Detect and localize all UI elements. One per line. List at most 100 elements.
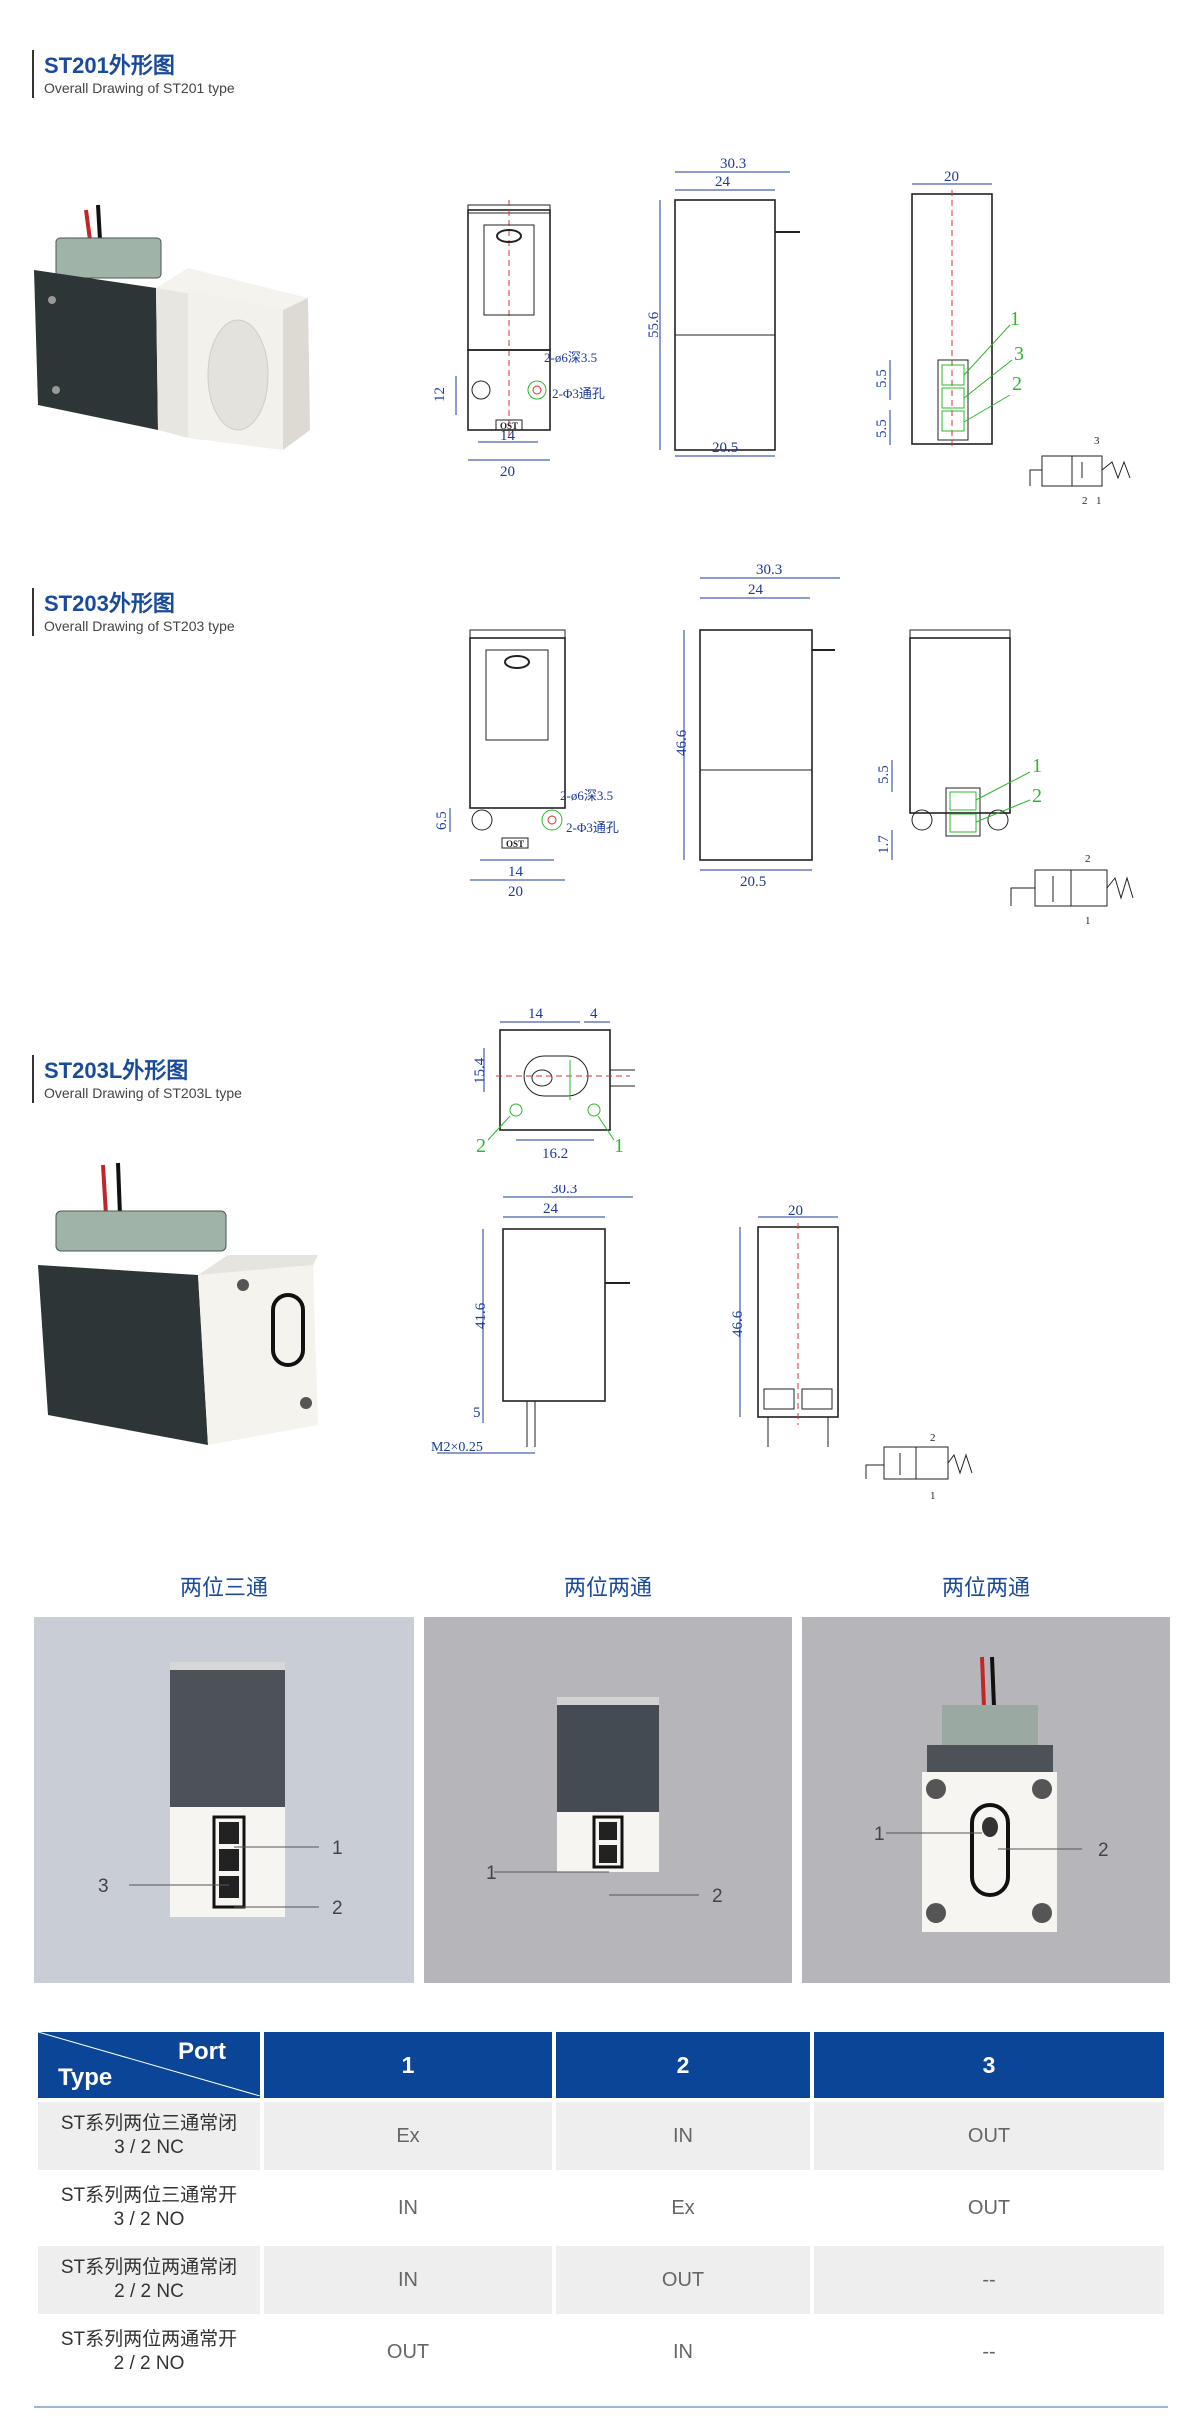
section-title-st203l: ST203L外形图 — [44, 1058, 189, 1083]
port-cell: OUT — [264, 2318, 552, 2386]
type-name: ST系列两位三通常闭 — [60, 2113, 238, 2134]
type-cell: ST系列两位三通常开 3 / 2 NO — [38, 2174, 260, 2242]
st203l-top-height: 15.4 — [472, 1057, 488, 1084]
st201-side-view: 30.3 24 55.6 20.5 — [646, 156, 800, 457]
table-row: ST系列两位两通常闭 2 / 2 NC IN OUT -- — [38, 2246, 1164, 2314]
st203-logo: OST — [506, 839, 524, 849]
st203l-top-bottom: 16.2 — [542, 1146, 568, 1162]
column-header: 3 — [814, 2032, 1164, 2098]
st201-side-body: 24 — [715, 174, 731, 190]
st203-side-height: 46.6 — [674, 729, 690, 756]
st201-hole-depth: 2-ø6深3.5 — [544, 350, 597, 365]
st203-valve-symbol: 2 1 — [1010, 853, 1134, 927]
panel-3way-label-3: 3 — [98, 1876, 109, 1897]
st201-side-total: 30.3 — [720, 156, 746, 172]
st203-side-view: 30.3 24 46.6 20.5 — [674, 562, 840, 890]
port-table: Port Type 1 2 3 ST系列两位三通常闭 3 / 2 NC Ex I… — [34, 2028, 1168, 2390]
st203l-sym-1: 1 — [930, 1490, 936, 1502]
port-cell: Ex — [264, 2102, 552, 2170]
port-cell: IN — [556, 2102, 810, 2170]
st201-port-3: 3 — [1014, 343, 1024, 365]
table-header-row: Port Type 1 2 3 — [38, 2032, 1164, 2098]
panel-2way-l-image: 1 2 — [802, 1617, 1170, 1983]
section-title-st203: ST203外形图 — [44, 591, 175, 616]
header-type-label: Type — [58, 2064, 113, 2091]
st203-right-view: 5.5 1.7 1 2 — [876, 629, 1042, 860]
panel-3way-label-2: 2 — [332, 1898, 343, 1919]
panel-3way-label-1: 1 — [332, 1838, 343, 1859]
bottom-divider — [34, 2406, 1168, 2408]
st203l-side-body: 24 — [543, 1201, 559, 1217]
st201-port-2: 2 — [1012, 373, 1022, 395]
st201-right-d1: 5.5 — [874, 369, 890, 388]
st201-sym-1: 1 — [1096, 495, 1102, 507]
panel-2way-a-label-2: 2 — [712, 1886, 723, 1907]
st201-sym-3: 3 — [1094, 435, 1100, 447]
type-cell: ST系列两位两通常开 2 / 2 NO — [38, 2318, 260, 2386]
st201-inner-width: 14 — [500, 428, 516, 444]
st203l-side-total: 30.3 — [551, 1185, 577, 1197]
port-cell: OUT — [814, 2174, 1164, 2242]
section-subtitle-st203: Overall Drawing of ST203 type — [44, 618, 235, 634]
port-cell: IN — [556, 2318, 810, 2386]
st203-side-total: 30.3 — [756, 562, 782, 578]
st203-sym-2: 2 — [1085, 853, 1091, 865]
st203l-right-view: 20 46.6 — [730, 1205, 839, 1447]
section-bar — [32, 1055, 34, 1103]
header-diagonal-line — [38, 2032, 260, 2096]
table-row: ST系列两位两通常开 2 / 2 NO OUT IN -- — [38, 2318, 1164, 2386]
port-cell: OUT — [814, 2102, 1164, 2170]
panel-2way-b-label-2: 2 — [1098, 1840, 1109, 1861]
st201-right-width: 20 — [944, 169, 959, 185]
st201-product-photo — [34, 204, 310, 450]
panel-title-3way: 两位三通 — [179, 1576, 268, 1601]
port-cell: -- — [814, 2246, 1164, 2314]
st201-port-1: 1 — [1010, 308, 1020, 330]
type-name: ST系列两位两通常闭 — [60, 2257, 238, 2278]
st201-right-d2: 5.5 — [874, 419, 890, 438]
st203-side-body: 24 — [748, 582, 764, 598]
st203l-right-width: 20 — [788, 1205, 803, 1219]
st203l-sym-2: 2 — [930, 1432, 936, 1444]
st203l-thread: M2×0.25 — [431, 1440, 483, 1455]
st203-right-d1: 5.5 — [876, 765, 892, 784]
st203l-port-1: 1 — [614, 1135, 624, 1157]
table-row: ST系列两位三通常闭 3 / 2 NC Ex IN OUT — [38, 2102, 1164, 2170]
st201-logo: OST — [500, 421, 518, 431]
port-cell: IN — [264, 2246, 552, 2314]
port-cell: -- — [814, 2318, 1164, 2386]
st203-port-1: 1 — [1032, 755, 1042, 777]
panel-title-2way-a: 两位两通 — [563, 1576, 652, 1601]
type-code: 2 / 2 NO — [113, 2353, 185, 2374]
st201-sym-2: 2 — [1082, 495, 1088, 507]
st201-hole-through: 2-Φ3通孔 — [552, 386, 605, 401]
port-cell: IN — [264, 2174, 552, 2242]
st203l-top-w1: 14 — [528, 1006, 544, 1022]
type-cell: ST系列两位三通常闭 3 / 2 NC — [38, 2102, 260, 2170]
st201-front-width: 20 — [500, 464, 515, 480]
st203l-right-height: 46.6 — [730, 1310, 746, 1337]
st203l-top-w2: 4 — [590, 1006, 598, 1022]
type-code: 3 / 2 NO — [113, 2209, 185, 2230]
port-cell: Ex — [556, 2174, 810, 2242]
panel-title-2way-b: 两位两通 — [941, 1576, 1030, 1601]
panel-2way-image: 1 2 — [424, 1617, 792, 1983]
st203-height-left: 6.5 — [434, 811, 450, 830]
st203l-side-pin: 5 — [473, 1405, 481, 1421]
st203-right-d2: 1.7 — [876, 835, 892, 854]
panel-2way-a-label-1: 1 — [486, 1863, 497, 1884]
panel-2way-b-label-1: 1 — [874, 1824, 885, 1845]
section-bar — [32, 588, 34, 636]
st203l-side-height: 41.6 — [473, 1302, 489, 1329]
table-row: ST系列两位三通常开 3 / 2 NO IN Ex OUT — [38, 2174, 1164, 2242]
st203-port-2: 2 — [1032, 785, 1042, 807]
section-bar — [32, 50, 34, 98]
st203-sym-1: 1 — [1085, 915, 1091, 927]
st203-hole-depth: 2-ø6深3.5 — [560, 788, 613, 803]
st203l-valve-symbol: 2 1 — [865, 1432, 973, 1502]
type-code: 2 / 2 NC — [114, 2281, 184, 2302]
st201-front-view: OST 12 14 20 2-ø6深3.5 2-Φ3通孔 — [432, 200, 605, 480]
st201-valve-symbol: 3 2 1 — [1029, 435, 1131, 507]
st201-side-height: 55.6 — [646, 311, 662, 338]
header-port-label: Port — [178, 2038, 226, 2065]
